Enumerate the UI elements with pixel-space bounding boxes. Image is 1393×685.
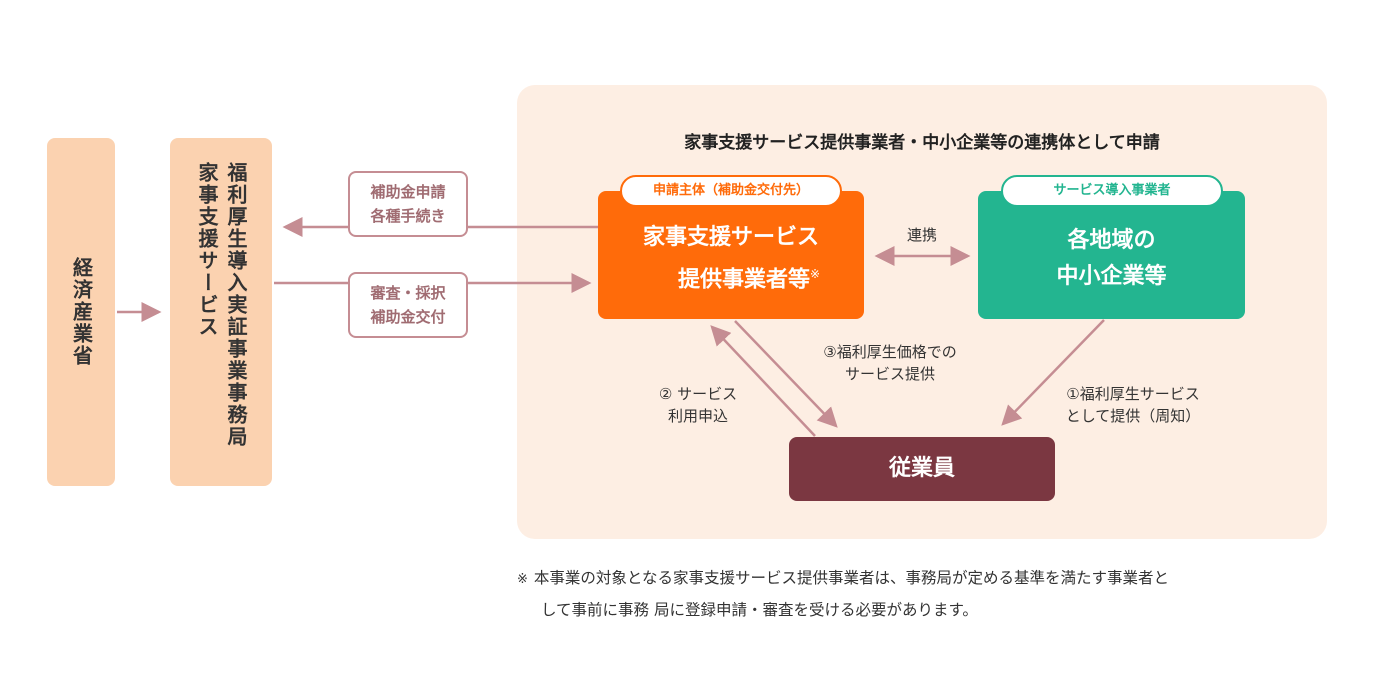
provider-note-mark: ※ bbox=[809, 266, 821, 281]
flow3-note: ③福利厚生価格での サービス提供 bbox=[790, 341, 990, 385]
flow3-line1: ③福利厚生価格での bbox=[823, 343, 957, 361]
flow1-note: ①福利厚生サービス として提供（周知） bbox=[1040, 383, 1226, 427]
apply-label-line2: 各種手続き bbox=[370, 207, 446, 225]
footnote-mark: ※ bbox=[517, 572, 528, 587]
office-box: 福利厚生導入実証事業事務局 家事支援サービス bbox=[170, 138, 272, 486]
provider-line1: 家事支援サービス bbox=[642, 224, 819, 250]
employee-label: 従業員 bbox=[888, 456, 955, 481]
office-label-line2: 家事支援サービス bbox=[195, 162, 219, 338]
apply-label-line1: 補助金申請 bbox=[370, 183, 446, 201]
arrow-employee-to-provider bbox=[710, 325, 816, 437]
arrow-provider-to-employee bbox=[734, 320, 838, 428]
provider-tag: 申請主体（補助金交付先） bbox=[620, 175, 842, 207]
ministry-label: 経済産業省 bbox=[69, 257, 94, 367]
sme-tag: サービス導入事業者 bbox=[1001, 175, 1223, 207]
flow1-line1: ①福利厚生サービス bbox=[1066, 385, 1200, 403]
sme-line1: 各地域の bbox=[1067, 228, 1156, 253]
footnote: ※ 本事業の対象となる家事支援サービス提供事業者は、事務局が定める基準を満たす事業… bbox=[517, 563, 1327, 626]
sme-node: 各地域の 中小企業等 bbox=[978, 191, 1245, 319]
consortium-title: 家事支援サービス提供事業者・中小企業等の連携体として申請 bbox=[684, 133, 1160, 153]
office-label-line1: 福利厚生導入実証事業事務局 bbox=[224, 162, 248, 448]
apply-label-box: 補助金申請 各種手続き bbox=[348, 171, 468, 237]
footnote-line2: して事前に事務 局に登録申請・審査を受ける必要があります。 bbox=[541, 601, 978, 619]
provider-node: 家事支援サービス 提供事業者等※ bbox=[598, 191, 864, 319]
review-label-line2: 補助金交付 bbox=[370, 308, 446, 326]
employee-node: 従業員 bbox=[789, 437, 1055, 501]
flow1-line2: として提供（周知） bbox=[1065, 407, 1201, 425]
arrow-sme-to-employee bbox=[1001, 319, 1105, 426]
provider-line2-wrap: 提供事業者等※ bbox=[642, 256, 820, 298]
footnote-line1: 本事業の対象となる家事支援サービス提供事業者は、事務局が定める基準を満たす事業者… bbox=[533, 569, 1169, 587]
flow2-line1: ② サービス bbox=[658, 385, 738, 403]
provider-line2: 提供事業者等 bbox=[677, 267, 810, 293]
ministry-box: 経済産業省 bbox=[47, 138, 115, 486]
partner-label: 連携 bbox=[906, 226, 937, 244]
flow3-line2: サービス提供 bbox=[844, 365, 935, 383]
review-label-line1: 審査・採択 bbox=[370, 284, 446, 302]
flow2-note: ② サービス 利用申込 bbox=[638, 383, 758, 427]
flow2-line2: 利用申込 bbox=[667, 407, 728, 425]
review-label-box: 審査・採択 補助金交付 bbox=[348, 272, 468, 338]
sme-line2: 中小企業等 bbox=[1056, 264, 1167, 289]
office-label: 福利厚生導入実証事業事務局 家事支援サービス bbox=[192, 162, 250, 462]
